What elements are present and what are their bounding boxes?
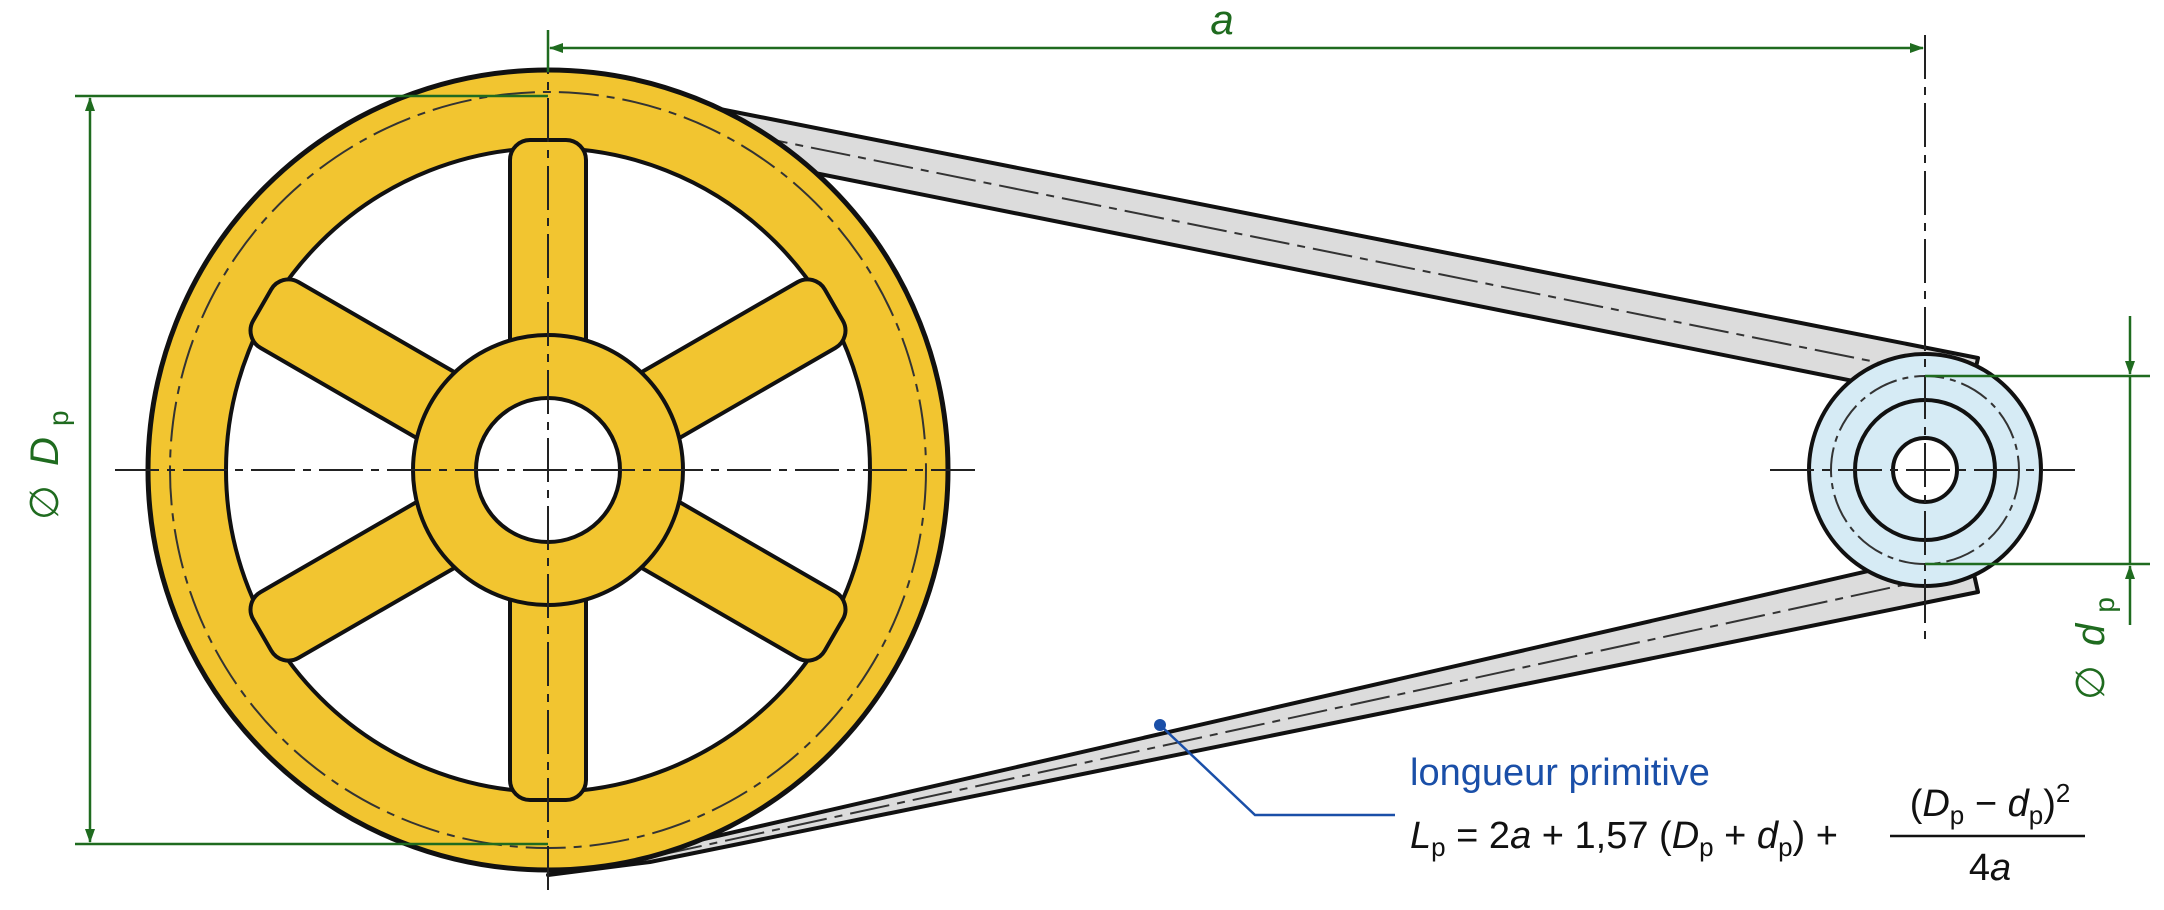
num-d-sub: p (2029, 800, 2043, 830)
pitch-length-formula: Lp = 2a + 1,57 (Dp + dp) + (Dp − dp)2 4a (1410, 778, 2085, 889)
formula-equals: = 2 (1446, 815, 1510, 857)
callout-line (1159, 724, 1395, 817)
formula-denominator: 4a (1969, 847, 2011, 889)
num-close: ) (2043, 783, 2056, 825)
num-D: D (1922, 783, 1949, 825)
belt-pitch-line-upper (559, 96, 1976, 383)
num-exponent: 2 (2056, 778, 2070, 808)
diameter-symbol: ∅ (23, 485, 67, 520)
small-diameter-letter: d (2069, 622, 2113, 646)
formula-plus-inner: + (1714, 815, 1757, 857)
callout-leader (1154, 719, 1395, 817)
formula-d: d (1757, 815, 1780, 857)
large-diameter-letter: D (23, 437, 67, 466)
small-diameter-label: ∅ d p (2069, 597, 2120, 700)
large-diameter-label: ∅ D p (23, 410, 74, 520)
den-4: 4 (1969, 847, 1990, 889)
formula-a: a (1510, 815, 1531, 857)
num-D-sub: p (1950, 800, 1964, 830)
belt (538, 73, 1980, 877)
center-distance-letter: a (1210, 0, 1233, 43)
small-diameter-subscript: p (2089, 597, 2120, 613)
formula-d-sub: p (1778, 832, 1792, 862)
dimensions (75, 30, 2150, 846)
formula-D: D (1672, 815, 1699, 857)
center-distance-label: a (1210, 0, 1233, 43)
num-minus: − (1964, 783, 2007, 825)
den-a: a (1990, 847, 2011, 889)
formula-numerator: (Dp − dp)2 (1910, 778, 2071, 830)
belt-pitch-line-lower (599, 569, 1973, 869)
num-open: ( (1910, 783, 1923, 825)
diameter-symbol: ∅ (2069, 665, 2113, 700)
num-d: d (2008, 783, 2031, 825)
center-lines (115, 30, 2075, 895)
formula-main-line: Lp = 2a + 1,57 (Dp + dp) + (1410, 815, 1849, 862)
formula-middle: + 1,57 ( (1531, 815, 1672, 857)
formula-lhs-sub: p (1431, 832, 1445, 862)
large-diameter-subscript: p (43, 410, 74, 426)
formula-D-sub: p (1699, 832, 1713, 862)
formula-close-plus: ) + (1793, 815, 1849, 857)
formula-lhs-letter: L (1410, 815, 1431, 857)
callout-title: longueur primitive (1410, 752, 1710, 794)
